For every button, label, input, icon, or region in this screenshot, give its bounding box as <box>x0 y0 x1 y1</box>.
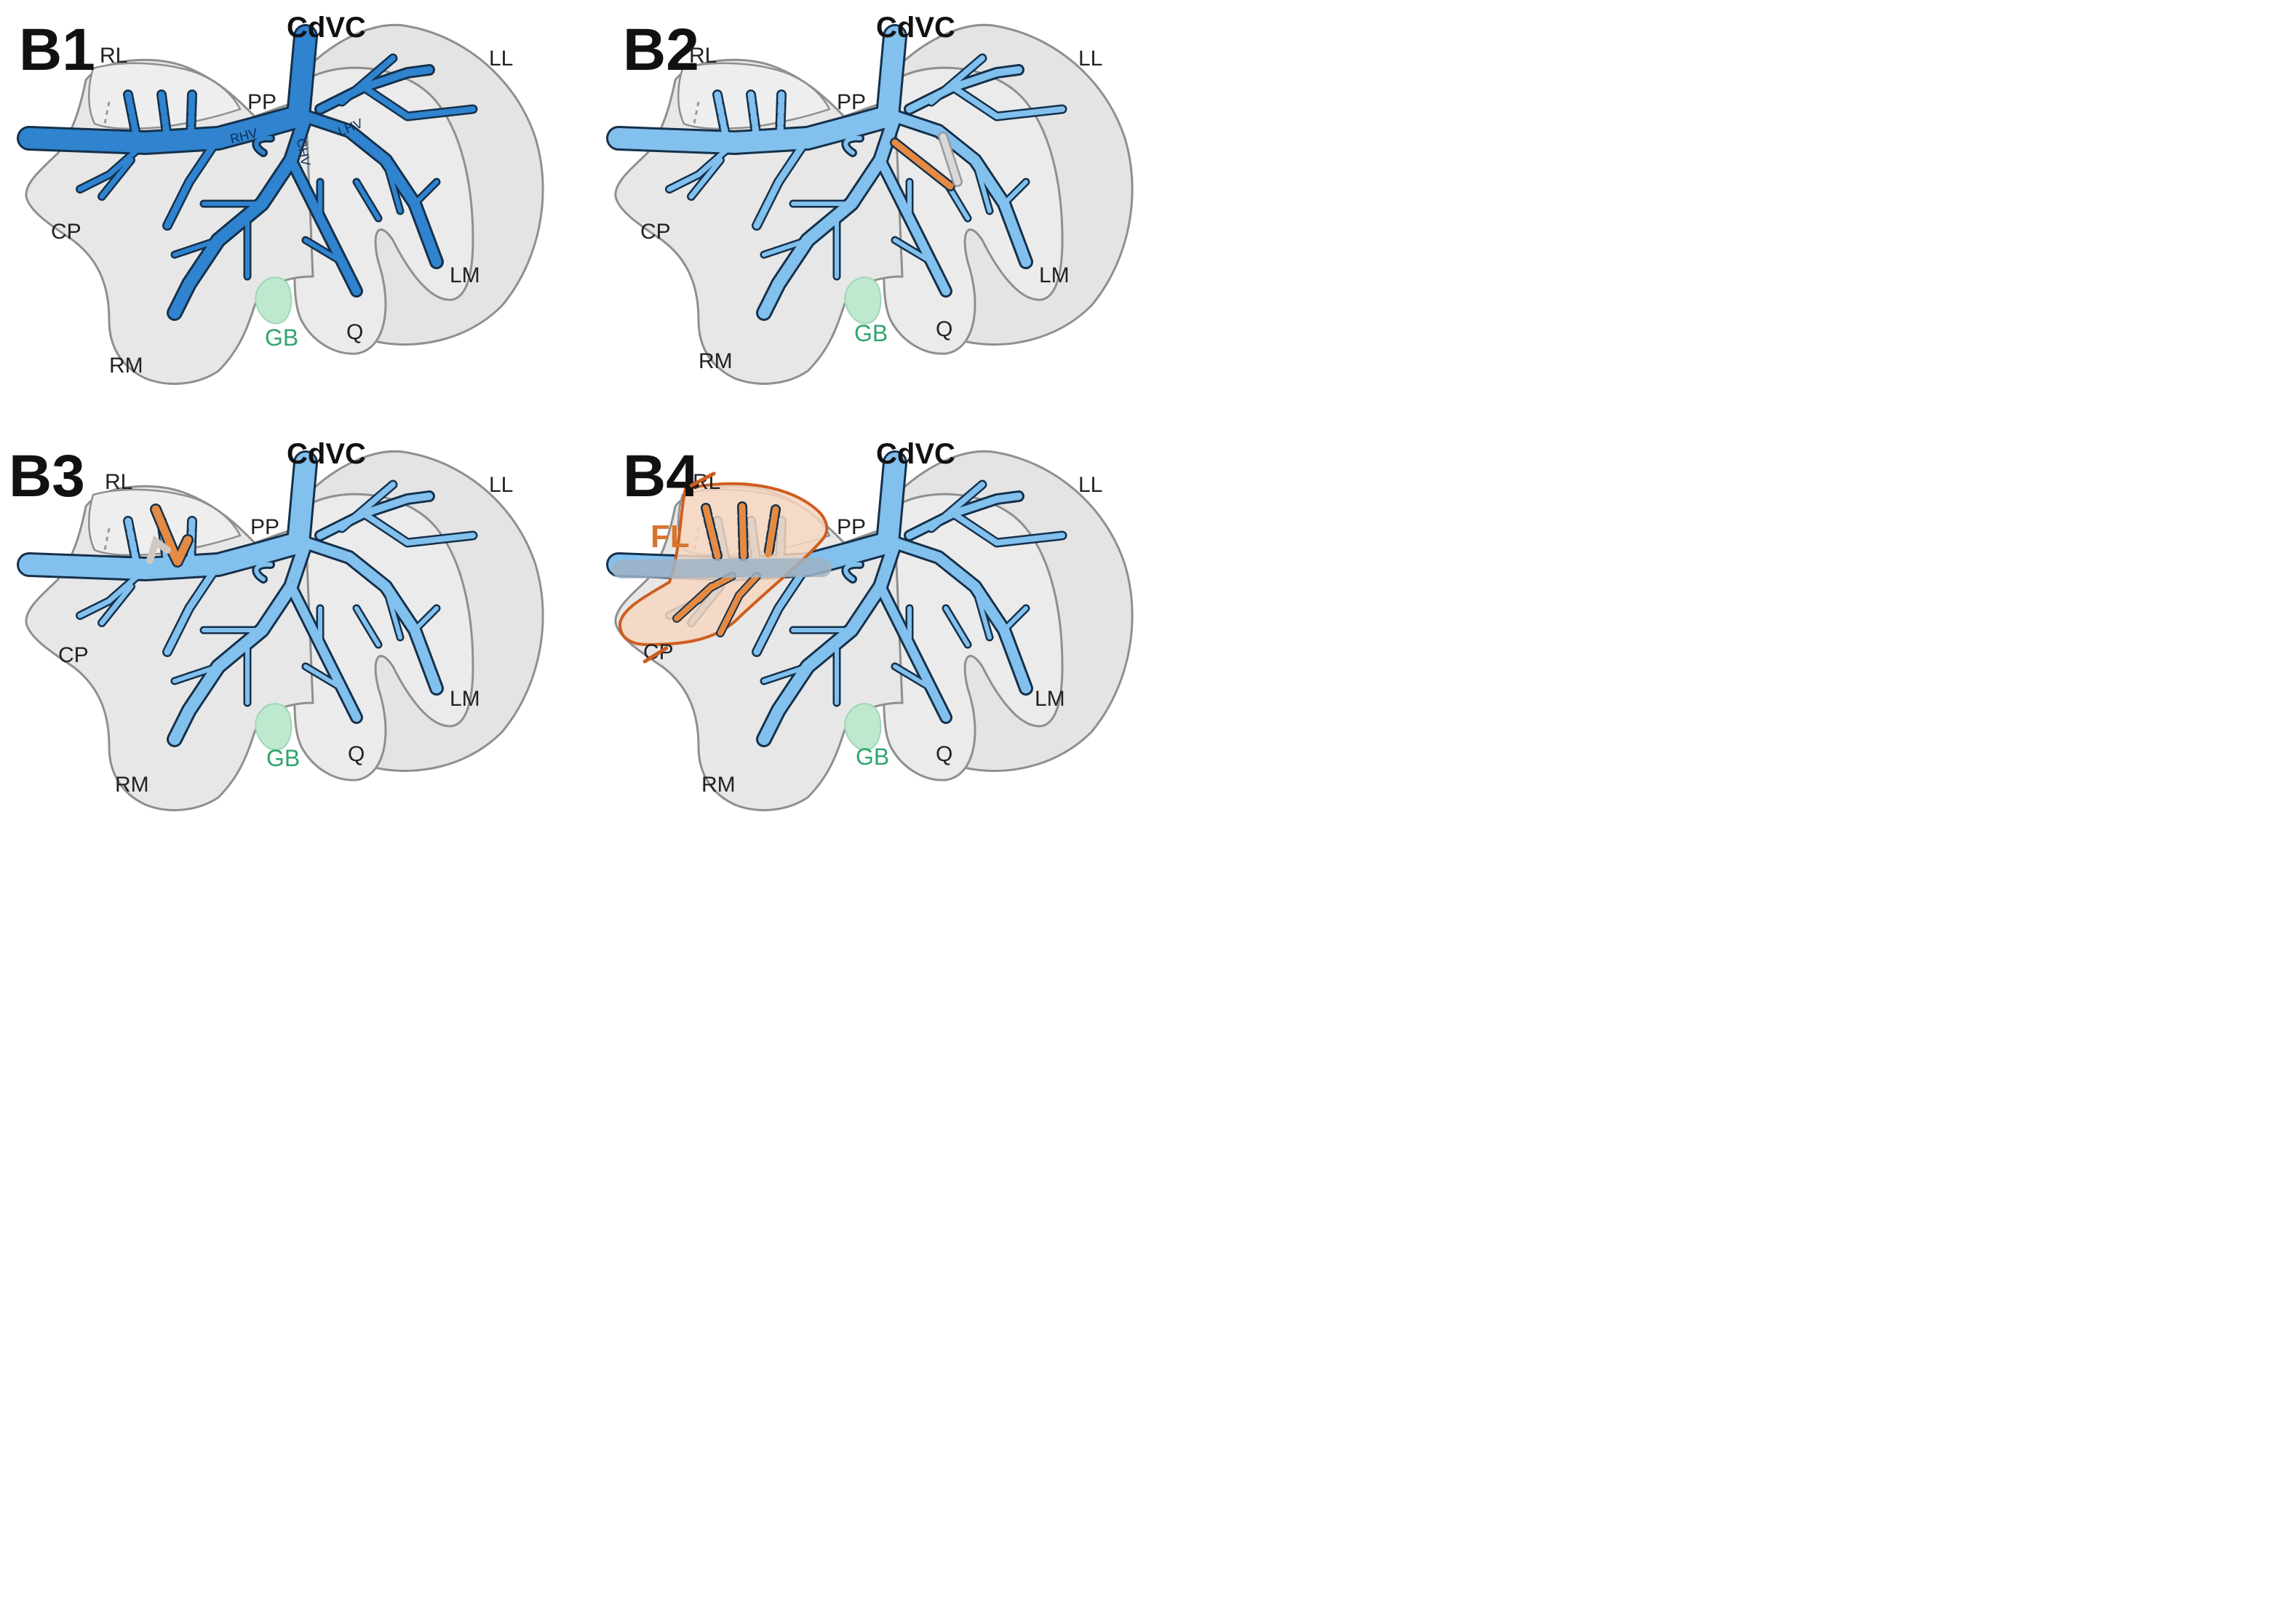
pp-label: PP <box>250 515 280 539</box>
panel-b2: B2 CdVC RL LL PP CP LM RM Q GB <box>589 0 1727 812</box>
fused-lobe <box>612 482 832 647</box>
cdvc-label: CdVC <box>287 438 366 470</box>
liver-diagram-b1 <box>0 23 544 385</box>
panel-label: B1 <box>19 17 95 83</box>
rm-label: RM <box>701 773 736 797</box>
lm-label: LM <box>1039 263 1070 287</box>
cp-label: CP <box>51 220 81 244</box>
q-label: Q <box>936 317 953 341</box>
gb-label: GB <box>854 320 888 346</box>
pp-label: PP <box>247 90 277 114</box>
cdvc-label: CdVC <box>876 12 955 44</box>
cp-label: CP <box>640 220 671 244</box>
panel-b4: B4 CdVC RL LL PP FL CP LM RM Q GB <box>589 426 1727 1238</box>
lm-label: LM <box>1035 687 1065 711</box>
fl-label: FL <box>650 519 690 554</box>
rl-label: RL <box>100 44 128 68</box>
gb-label: GB <box>265 325 299 351</box>
lm-label: LM <box>450 687 480 711</box>
pp-label: PP <box>837 515 867 539</box>
liver-diagram-b2 <box>589 23 1134 385</box>
q-label: Q <box>936 742 953 766</box>
gallbladder <box>255 276 293 325</box>
gallbladder <box>844 276 882 325</box>
liver-diagram-b4 <box>589 450 1134 811</box>
gb-label: GB <box>266 745 301 771</box>
cdvc-label: CdVC <box>876 438 955 470</box>
rl-label: RL <box>105 470 133 494</box>
panel-b1: B1 CdVC RL LL PP CP LM RM Q GB RHV CHV L… <box>0 0 1138 812</box>
cdvc-label: CdVC <box>287 12 366 44</box>
q-label: Q <box>348 742 365 766</box>
ligated-vein-branch <box>146 503 194 568</box>
cp-label: CP <box>58 643 89 667</box>
gallbladder <box>844 703 882 751</box>
gb-label: GB <box>856 744 890 770</box>
pp-label: PP <box>837 90 867 114</box>
ll-label: LL <box>1078 473 1103 497</box>
lm-label: LM <box>450 263 480 287</box>
gallbladder <box>255 703 293 751</box>
panel-label: B4 <box>623 443 699 509</box>
rm-label: RM <box>115 773 149 797</box>
panel-label: B2 <box>623 17 699 83</box>
liver-diagram-b3 <box>0 450 544 811</box>
ll-label: LL <box>1078 47 1103 71</box>
ligated-vein-branch <box>890 132 963 191</box>
panel-b3: B3 CdVC RL LL PP CP LM RM Q GB <box>0 426 1138 1238</box>
rm-label: RM <box>109 354 143 378</box>
rl-label: RL <box>689 44 717 68</box>
panel-label: B3 <box>9 443 85 509</box>
ll-label: LL <box>489 473 514 497</box>
ll-label: LL <box>489 47 514 71</box>
q-label: Q <box>346 320 364 344</box>
rm-label: RM <box>699 349 733 373</box>
